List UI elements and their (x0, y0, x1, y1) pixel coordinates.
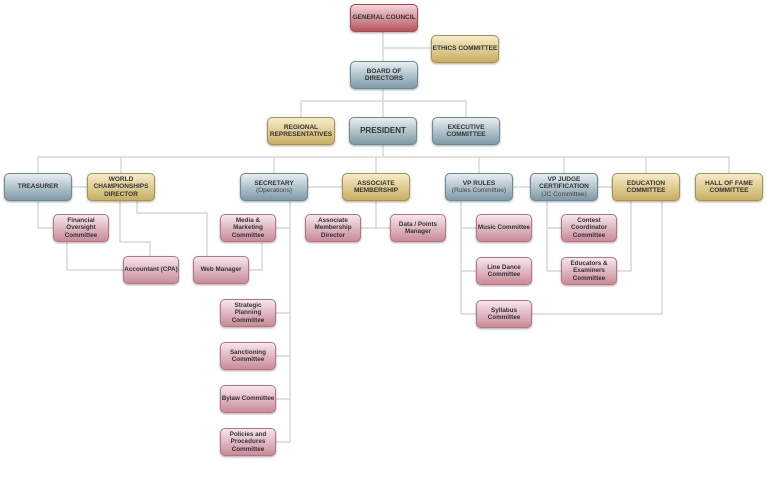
node-regional-representatives[interactable]: REGIONAL REPRESENTATIVES (267, 117, 335, 145)
node-label: ETHICS COMMITTEE (432, 45, 498, 53)
node-bylaw[interactable]: Bylaw Committee (220, 385, 276, 413)
node-education-committee[interactable]: EDUCATION COMMITTEE (612, 173, 680, 201)
node-vp-judge-certification[interactable]: VP JUDGE CERTIFICATION(JC Committee) (530, 173, 598, 201)
connector (37, 201, 263, 271)
node-board-of-directors[interactable]: BOARD OF DIRECTORS (350, 61, 418, 89)
node-sanctioning[interactable]: Sanctioning Committee (220, 342, 276, 370)
connector (460, 201, 476, 315)
node-media-marketing[interactable]: Media & Marketing Committee (220, 214, 276, 242)
node-accountant[interactable]: Accountant (CPA) (123, 256, 179, 284)
node-secretary[interactable]: SECRETARY(Operations) (240, 173, 308, 201)
node-label: Educators & Examiners Committee (570, 260, 608, 282)
connector (361, 201, 390, 229)
node-world-championships-director[interactable]: WORLD CHAMPIONSHIPS DIRECTOR (87, 173, 155, 201)
node-label: ASSOCIATE MEMBERSHIP (353, 179, 399, 194)
connector (276, 201, 291, 443)
node-president[interactable]: PRESIDENT (349, 117, 417, 145)
node-label: EXECUTIVE COMMITTEE (446, 123, 486, 138)
node-sublabel: (Rules Committee) (451, 187, 507, 194)
node-label: Accountant (CPA) (124, 266, 178, 274)
node-associate-membership[interactable]: ASSOCIATE MEMBERSHIP (342, 173, 410, 201)
node-label: WORLD CHAMPIONSHIPS DIRECTOR (93, 175, 149, 198)
node-label: Associate Membership Director (314, 217, 352, 239)
node-label: PRESIDENT (360, 126, 406, 136)
node-label: BOARD OF DIRECTORS (364, 67, 404, 82)
node-hall-of-fame-committee[interactable]: HALL OF FAME COMMITTEE (695, 173, 763, 201)
node-label: TREASURER (17, 183, 59, 191)
node-policies-procedures[interactable]: Policies and Procedures Committee (220, 428, 276, 456)
node-syllabus-committee[interactable]: Syllabus Committee (476, 300, 532, 328)
node-sublabel: (JC Committee) (541, 190, 587, 198)
node-label: VP JUDGE CERTIFICATION (539, 175, 589, 191)
node-label: Sanctioning Committee (229, 348, 267, 363)
node-educators-examiners[interactable]: Educators & Examiners Committee (561, 257, 617, 285)
node-label: Data / Points Manager (398, 220, 438, 235)
node-associate-membership-director[interactable]: Associate Membership Director (305, 214, 361, 242)
node-data-points-manager[interactable]: Data / Points Manager (390, 214, 446, 242)
node-general-council[interactable]: GENERAL COUNCIL (350, 4, 418, 32)
node-contest-coordinator[interactable]: Contest Coordinator Committee (561, 214, 617, 242)
node-financial-oversight[interactable]: Financial Oversight Committee (53, 214, 109, 242)
node-executive-committee[interactable]: EXECUTIVE COMMITTEE (432, 117, 500, 145)
connector (37, 145, 730, 173)
node-label: GENERAL COUNCIL (352, 14, 416, 22)
node-label: HALL OF FAME COMMITTEE (705, 179, 753, 194)
node-line-dance-committee[interactable]: Line Dance Committee (476, 257, 532, 285)
node-label: Media & Marketing Committee (231, 217, 265, 239)
node-label: Web Manager (200, 266, 242, 274)
node-label: Syllabus Committee (487, 306, 521, 321)
node-label: Music Committee (477, 224, 531, 232)
node-strategic-planning[interactable]: Strategic Planning Committee (220, 299, 276, 327)
node-label: VP RULES (462, 179, 496, 187)
node-music-committee[interactable]: Music Committee (476, 214, 532, 242)
node-label: Strategic Planning Committee (231, 302, 265, 324)
node-vp-rules[interactable]: VP RULES(Rules Committee) (445, 173, 513, 201)
node-label: Financial Oversight Committee (64, 217, 98, 239)
node-treasurer[interactable]: TREASURER (4, 173, 72, 201)
node-label: Policies and Procedures Committee (229, 431, 267, 453)
node-label: Bylaw Committee (221, 395, 275, 403)
node-web-manager[interactable]: Web Manager (193, 256, 249, 284)
node-ethics-committee[interactable]: ETHICS COMMITTEE (431, 35, 499, 63)
node-label: Contest Coordinator Committee (570, 217, 608, 239)
node-sublabel: (Operations) (255, 187, 293, 194)
node-label: EDUCATION COMMITTEE (626, 179, 666, 194)
connector (532, 201, 663, 315)
node-label: SECRETARY (254, 179, 294, 187)
node-label: REGIONAL REPRESENTATIVES (269, 123, 333, 138)
node-label: Line Dance Committee (487, 263, 521, 278)
